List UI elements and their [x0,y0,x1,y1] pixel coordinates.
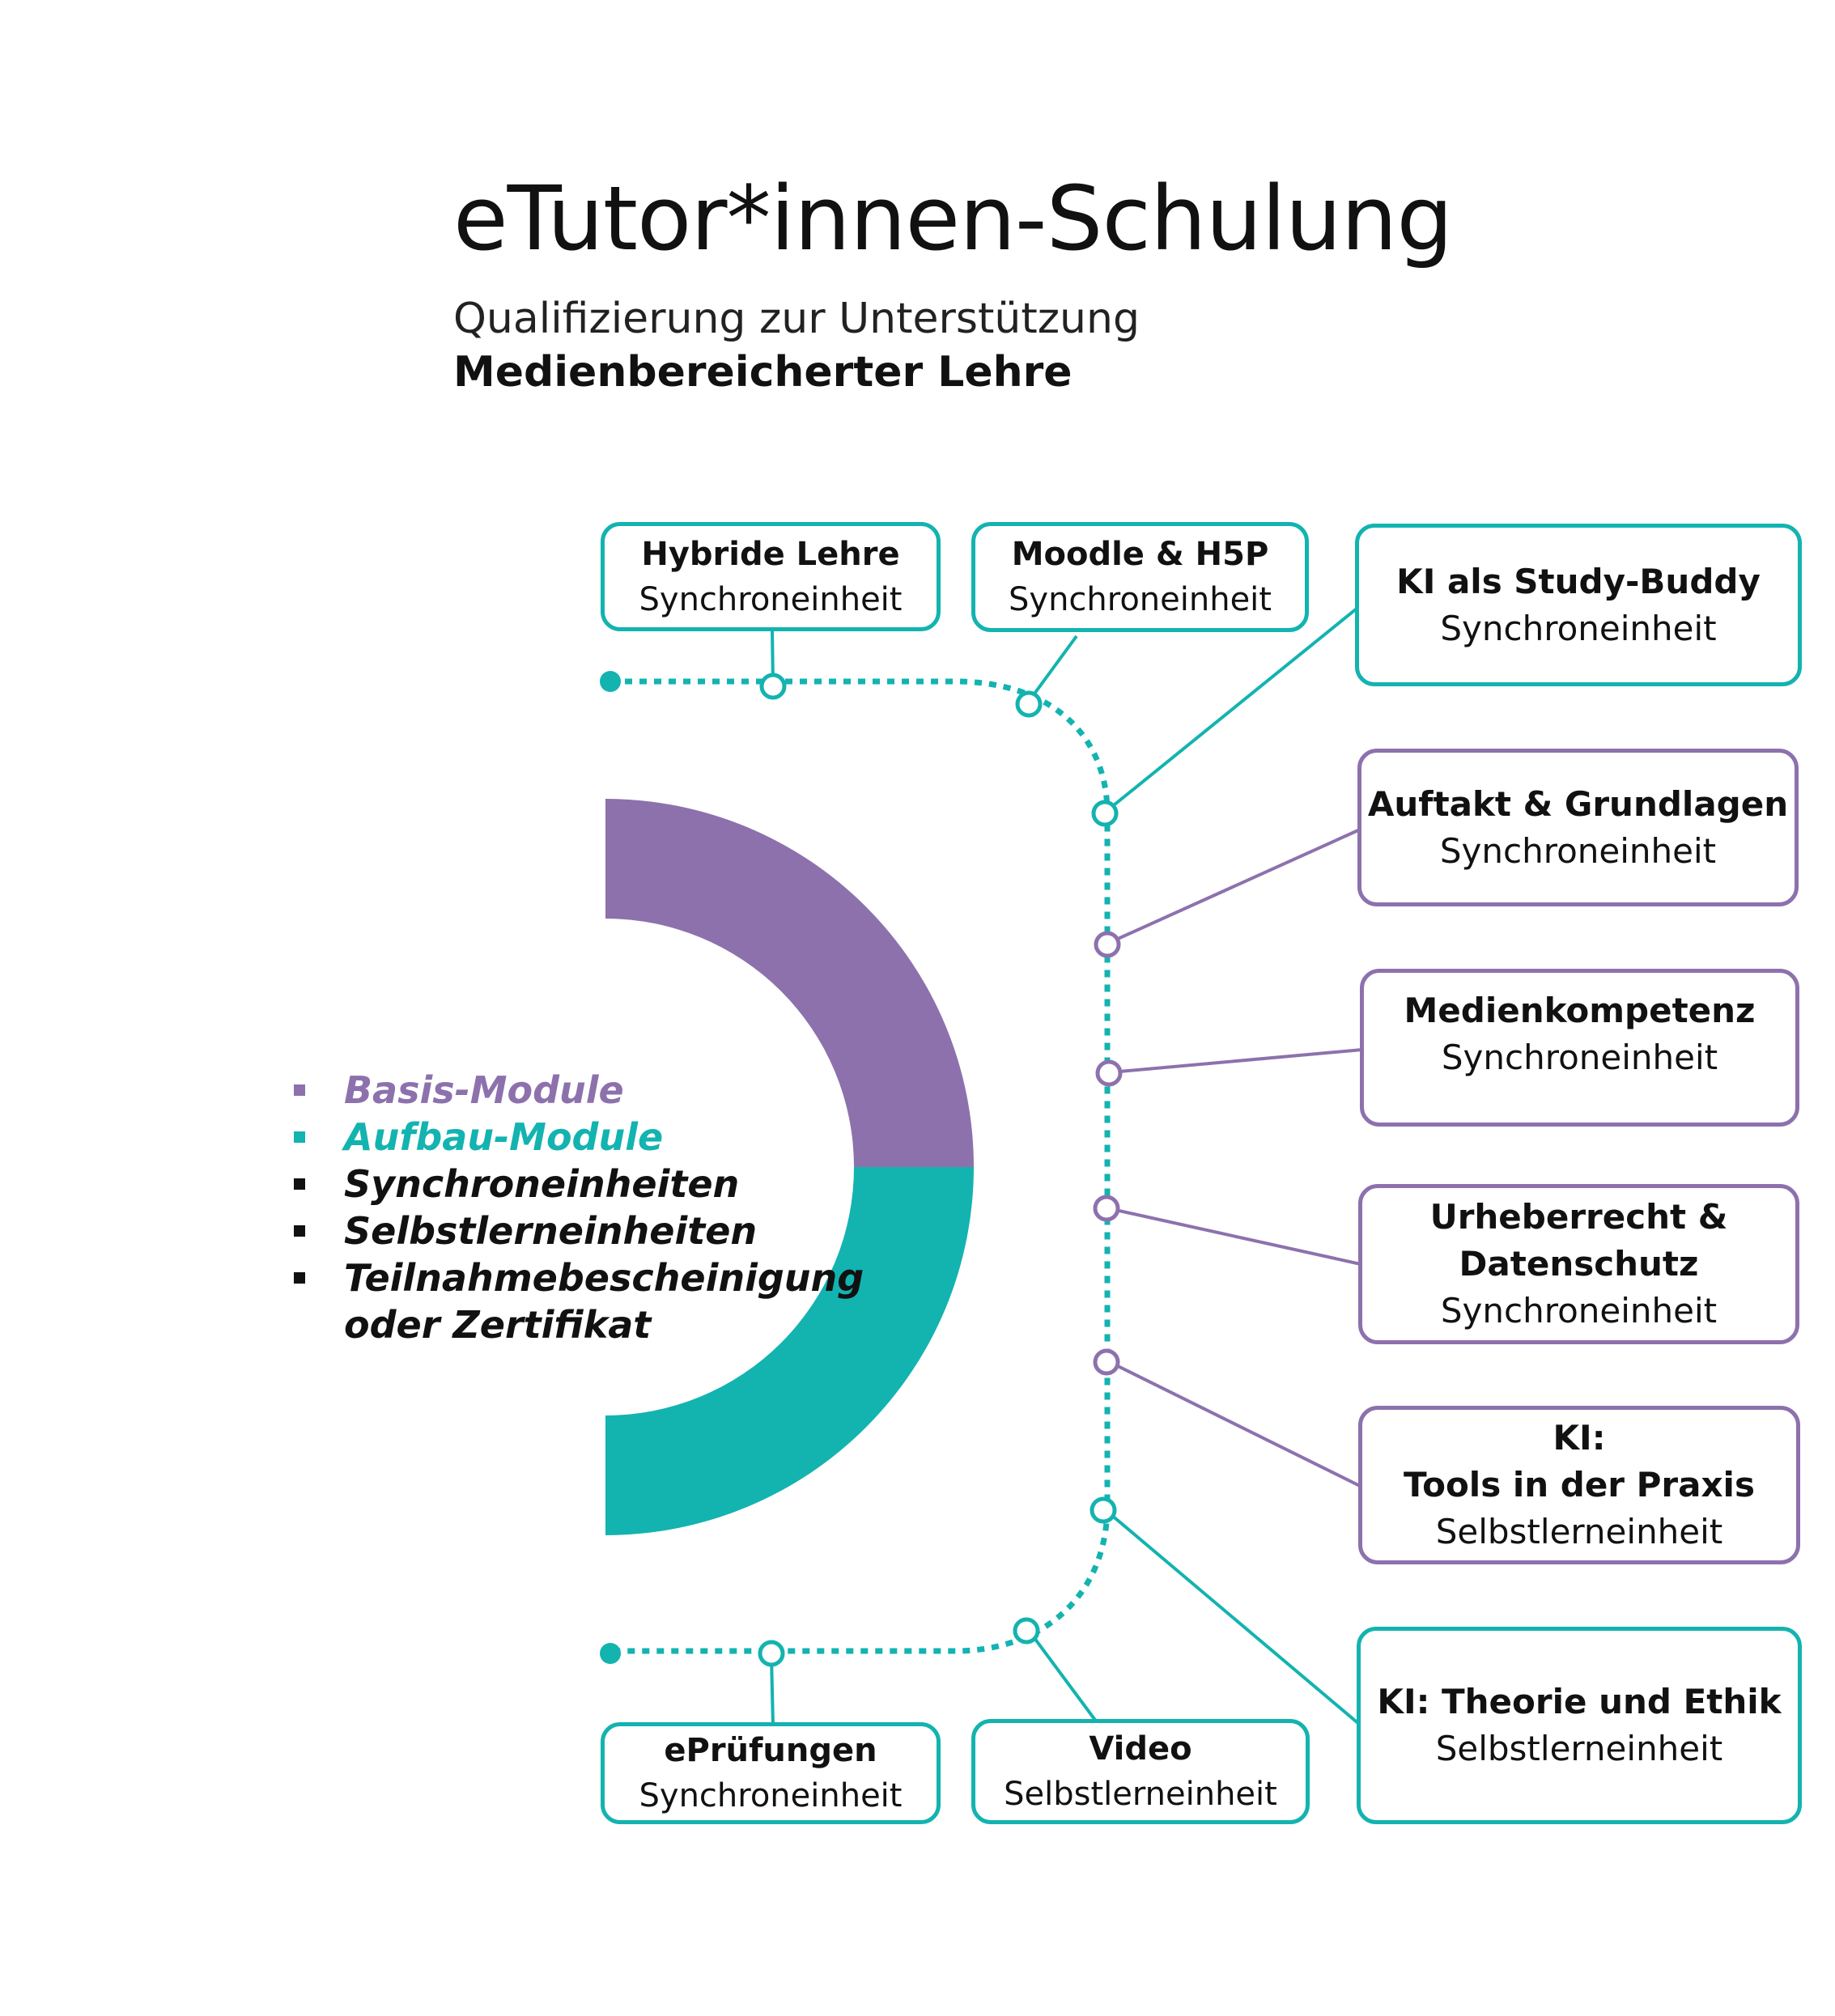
legend-label: Aufbau-Module [344,1115,664,1159]
module-box-epruefungen: ePrüfungen Synchroneinheit [601,1722,941,1824]
module-type: Synchroneinheit [1009,581,1272,618]
timeline-start-dot [600,671,621,692]
node-ki-theorie [1090,1496,1117,1524]
page-subtitle: Qualifizierung zur Unterstützung [453,295,1140,343]
legend-item-zertifikat: Teilnahmebescheinigung oder Zertifikat [291,1254,864,1348]
module-type: Selbstlerneinheit [1004,1776,1277,1813]
module-title: Hybride Lehre [641,535,900,573]
module-box-moodle-h5p: Moodle & H5P Synchroneinheit [971,522,1309,632]
module-type: Synchroneinheit [639,580,903,618]
connector-video [1028,1630,1098,1724]
page-subtitle-bold: Medienbereicherter Lehre [453,348,1073,397]
legend-item-aufbau: Aufbau-Module [291,1114,864,1161]
node-moodle [1015,690,1043,718]
aufbau-modules-arc [605,1167,974,1535]
legend-label: Synchroneinheiten [344,1162,740,1206]
module-title: Moodle & H5P [1011,536,1269,573]
module-type: Synchroneinheit [639,1777,903,1814]
connector-ki-study-buddy [1104,607,1358,813]
module-type: Synchroneinheit [1441,1038,1718,1077]
module-title-line2: Tools in der Praxis [1404,1465,1755,1505]
node-urheberrecht [1093,1195,1120,1222]
connector-medienkompetenz [1110,1048,1363,1074]
module-type: Selbstlerneinheit [1435,1729,1723,1768]
connector-moodle [1026,635,1078,704]
node-ki-tools [1093,1348,1120,1376]
module-box-ki-theorie-ethik: KI: Theorie und Ethik Selbstlerneinheit [1357,1627,1802,1824]
legend-marker [294,1131,305,1143]
module-title: ePrüfungen [664,1732,877,1769]
module-title: Auftakt & Grundlagen [1367,783,1789,824]
module-title-line2: Datenschutz [1459,1244,1699,1284]
module-box-medienkompetenz: Medienkompetenz Synchroneinheit [1360,969,1799,1127]
node-medienkompetenz [1095,1059,1123,1087]
legend-item-selbstlern: Selbstlerneinheiten [291,1207,864,1254]
module-title: KI: Theorie und Ethik [1377,1682,1782,1721]
module-type: Selbstlerneinheit [1435,1512,1723,1551]
connector-ki-tools [1107,1360,1361,1488]
connector-ki-theorie [1104,1509,1361,1726]
legend-item-basis: Basis-Module [291,1067,864,1114]
module-title: KI als Study-Buddy [1396,561,1761,601]
legend-label-line2: oder Zertifikat [344,1303,652,1347]
node-epruefungen [758,1640,785,1667]
module-title: Video [1089,1730,1192,1768]
connector-urheberrecht [1107,1207,1361,1266]
legend-marker [294,1178,305,1190]
page-title: eTutor*innen-Schulung [453,167,1453,270]
node-auftakt [1094,931,1121,958]
legend: Basis-Module Aufbau-Module Synchroneinhe… [291,1067,864,1348]
module-box-auftakt-grundlagen: Auftakt & Grundlagen Synchroneinheit [1357,749,1799,906]
module-type: Synchroneinheit [1440,1291,1718,1331]
module-box-video: Video Selbstlerneinheit [971,1719,1310,1824]
module-title: KI: [1553,1418,1606,1458]
module-box-hybride-lehre: Hybride Lehre Synchroneinheit [601,522,941,631]
module-type: Synchroneinheit [1440,608,1717,648]
legend-marker [294,1272,305,1284]
connector-auftakt [1108,828,1361,944]
node-hybride-lehre [759,673,787,700]
legend-marker [294,1084,305,1096]
legend-marker [294,1225,305,1237]
node-ki-study-buddy [1091,800,1119,827]
legend-label: Basis-Module [344,1068,624,1112]
module-title: Urheberrecht & [1429,1197,1728,1237]
module-type: Synchroneinheit [1439,830,1717,871]
timeline-end-dot [600,1643,621,1664]
basis-modules-arc [605,799,974,1167]
module-box-urheberrecht-datenschutz: Urheberrecht & Datenschutz Synchroneinhe… [1358,1184,1799,1344]
connector-epruefungen [770,1656,775,1726]
node-video [1013,1617,1040,1645]
legend-item-synchron: Synchroneinheiten [291,1161,864,1207]
module-box-ki-study-buddy: KI als Study-Buddy Synchroneinheit [1355,524,1802,686]
module-title: Medienkompetenz [1404,991,1756,1030]
module-box-ki-tools: KI: Tools in der Praxis Selbstlerneinhei… [1358,1406,1800,1564]
legend-label: Selbstlerneinheiten [344,1209,758,1253]
legend-label: Teilnahmebescheinigung [344,1256,864,1300]
